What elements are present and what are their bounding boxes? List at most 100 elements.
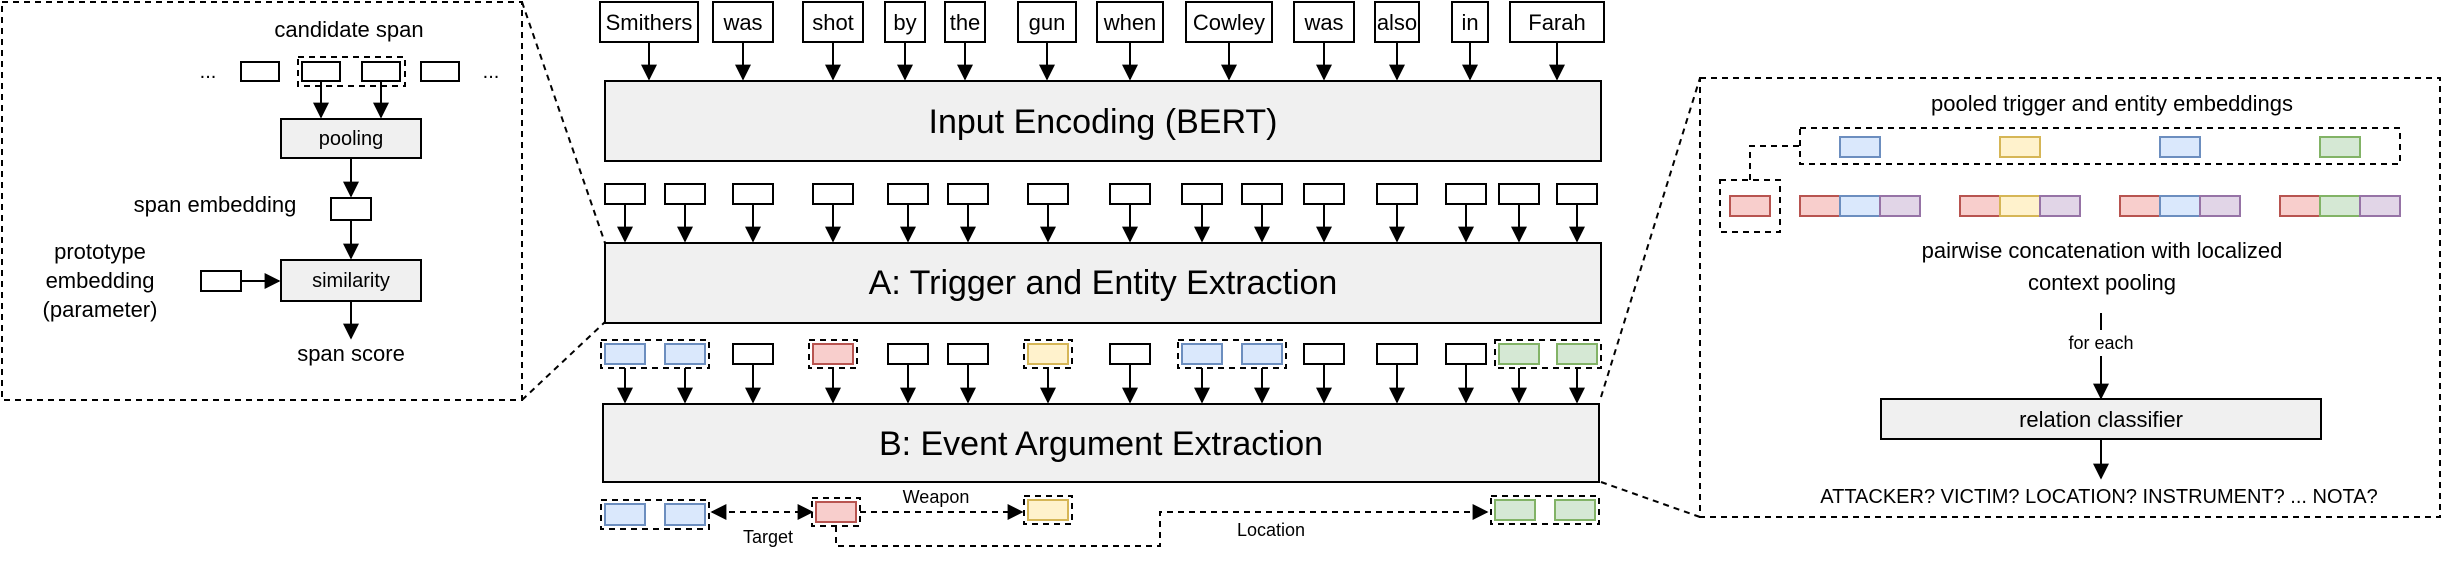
non-span-box [1445, 343, 1487, 365]
instrument-span-frame [1023, 495, 1073, 525]
token-word: the [950, 10, 981, 35]
trigger-entity-extraction-label: A: Trigger and Entity Extraction [869, 264, 1338, 302]
location-label: Location [1237, 520, 1305, 540]
entity-embedding-blue [604, 343, 646, 365]
zoom-connector [1600, 481, 1701, 518]
prototype-label-line2: embedding [46, 268, 155, 293]
hidden-state-box [1241, 183, 1283, 205]
hidden-state-box [1376, 183, 1418, 205]
for-each-label: for each [2068, 333, 2133, 353]
hidden-state-box [604, 183, 646, 205]
entity-embedding-blue [1241, 343, 1283, 365]
token-word: Smithers [606, 10, 693, 35]
zoom-connector [521, 321, 606, 401]
concat-context-purple [1879, 195, 1921, 217]
span-embedding-label: span embedding [134, 192, 297, 217]
token-box [1185, 1, 1273, 43]
hidden-state-box [1303, 183, 1345, 205]
hidden-states [604, 183, 1598, 243]
hidden-state-box [1027, 183, 1069, 205]
span-scoring-panel: candidate span ... ... pooling span embe… [1, 1, 523, 401]
token-word: Farah [1528, 10, 1585, 35]
event-argument-extraction-box [602, 403, 1600, 483]
hidden-state-box [812, 183, 854, 205]
entity-span-frame [1177, 339, 1287, 369]
hidden-state-box [887, 183, 929, 205]
prototype-label-line1: prototype [54, 239, 146, 264]
entity-embedding-green [1498, 343, 1540, 365]
span-embedding-box [330, 197, 372, 221]
span-token-box [240, 61, 280, 82]
trigger-embedding-red [815, 501, 857, 523]
token-word: Cowley [1193, 10, 1265, 35]
entity-embedding-yellow [1027, 499, 1069, 521]
token-word: shot [812, 10, 854, 35]
entity-embedding-blue [664, 503, 706, 526]
trigger-entity-extraction-box [604, 242, 1602, 324]
token-word: gun [1029, 10, 1066, 35]
trigger-frame [1719, 179, 1781, 233]
entity-embedding-blue [1181, 343, 1223, 365]
entity-embedding-green [1554, 499, 1596, 521]
hidden-state-box [1181, 183, 1223, 205]
non-span-box [1376, 343, 1418, 365]
pooled-embedding-blue [1839, 136, 1881, 158]
relation-panel-frame [1699, 77, 2441, 518]
token-word: was [722, 10, 762, 35]
weapon-label: Weapon [903, 487, 970, 507]
concat-entity-blue [2159, 195, 2201, 217]
similarity-label: similarity [312, 270, 390, 292]
entity-embedding-yellow [1027, 343, 1069, 365]
token-word: was [1303, 10, 1343, 35]
target-span-frame [600, 499, 710, 530]
event-argument-extraction-label: B: Event Argument Extraction [879, 425, 1323, 463]
span-token-box [420, 61, 460, 82]
relation-classifier-label: relation classifier [2019, 407, 2183, 432]
entity-span-frame [600, 339, 710, 369]
bert-encoder-label: Input Encoding (BERT) [929, 103, 1278, 141]
hidden-state-box [947, 183, 989, 205]
concat-trigger-red [2279, 195, 2321, 217]
token-box [1017, 1, 1077, 43]
input-tokens: Smithers was shot by the gun when Cowley… [599, 1, 1605, 43]
token-word: also [1377, 10, 1417, 35]
trigger-connector [1749, 145, 1800, 180]
span-token-box [301, 61, 341, 82]
relation-panel: pooled trigger and entity embeddings pai… [1699, 77, 2441, 518]
pooling-label: pooling [319, 128, 384, 150]
concat-trigger-red [1799, 195, 1841, 217]
span-scoring-panel-frame [1, 1, 523, 401]
hidden-state-box [732, 183, 774, 205]
concat-entity-blue [1839, 195, 1881, 217]
concat-context-purple [2359, 195, 2401, 217]
for-each-label-bg [2066, 330, 2138, 356]
token-box [1293, 1, 1355, 43]
target-label: Target [743, 527, 793, 547]
concat-context-purple [2199, 195, 2241, 217]
concat-entity-green [2319, 195, 2361, 217]
token-word: when [1103, 10, 1157, 35]
pooled-embedding-blue [2159, 136, 2201, 158]
entity-embedding-green [1494, 499, 1536, 521]
zoom-connector [1600, 77, 1701, 398]
entity-embedding-green [1556, 343, 1598, 365]
similarity-box [280, 259, 422, 302]
argument-output: Weapon Target Location [600, 487, 1600, 547]
concat-label-line1: pairwise concatenation with localized [1922, 238, 2283, 263]
ellipsis-right: ... [483, 61, 500, 83]
pooled-embeddings-label: pooled trigger and entity embeddings [1931, 91, 2293, 116]
span-score-label: span score [297, 341, 405, 366]
ellipsis-left: ... [200, 61, 217, 83]
hidden-state-box [1556, 183, 1598, 205]
non-span-box [1109, 343, 1151, 365]
bert-encoder-box [604, 80, 1602, 162]
extracted-spans [600, 339, 1602, 404]
prototype-label-line3: (parameter) [43, 297, 158, 322]
pooled-embedding-yellow [1999, 136, 2041, 158]
entity-embedding-blue [664, 343, 706, 365]
trigger-embedding-red [812, 343, 854, 365]
span-token-box [361, 61, 401, 82]
pooling-box [280, 118, 422, 159]
